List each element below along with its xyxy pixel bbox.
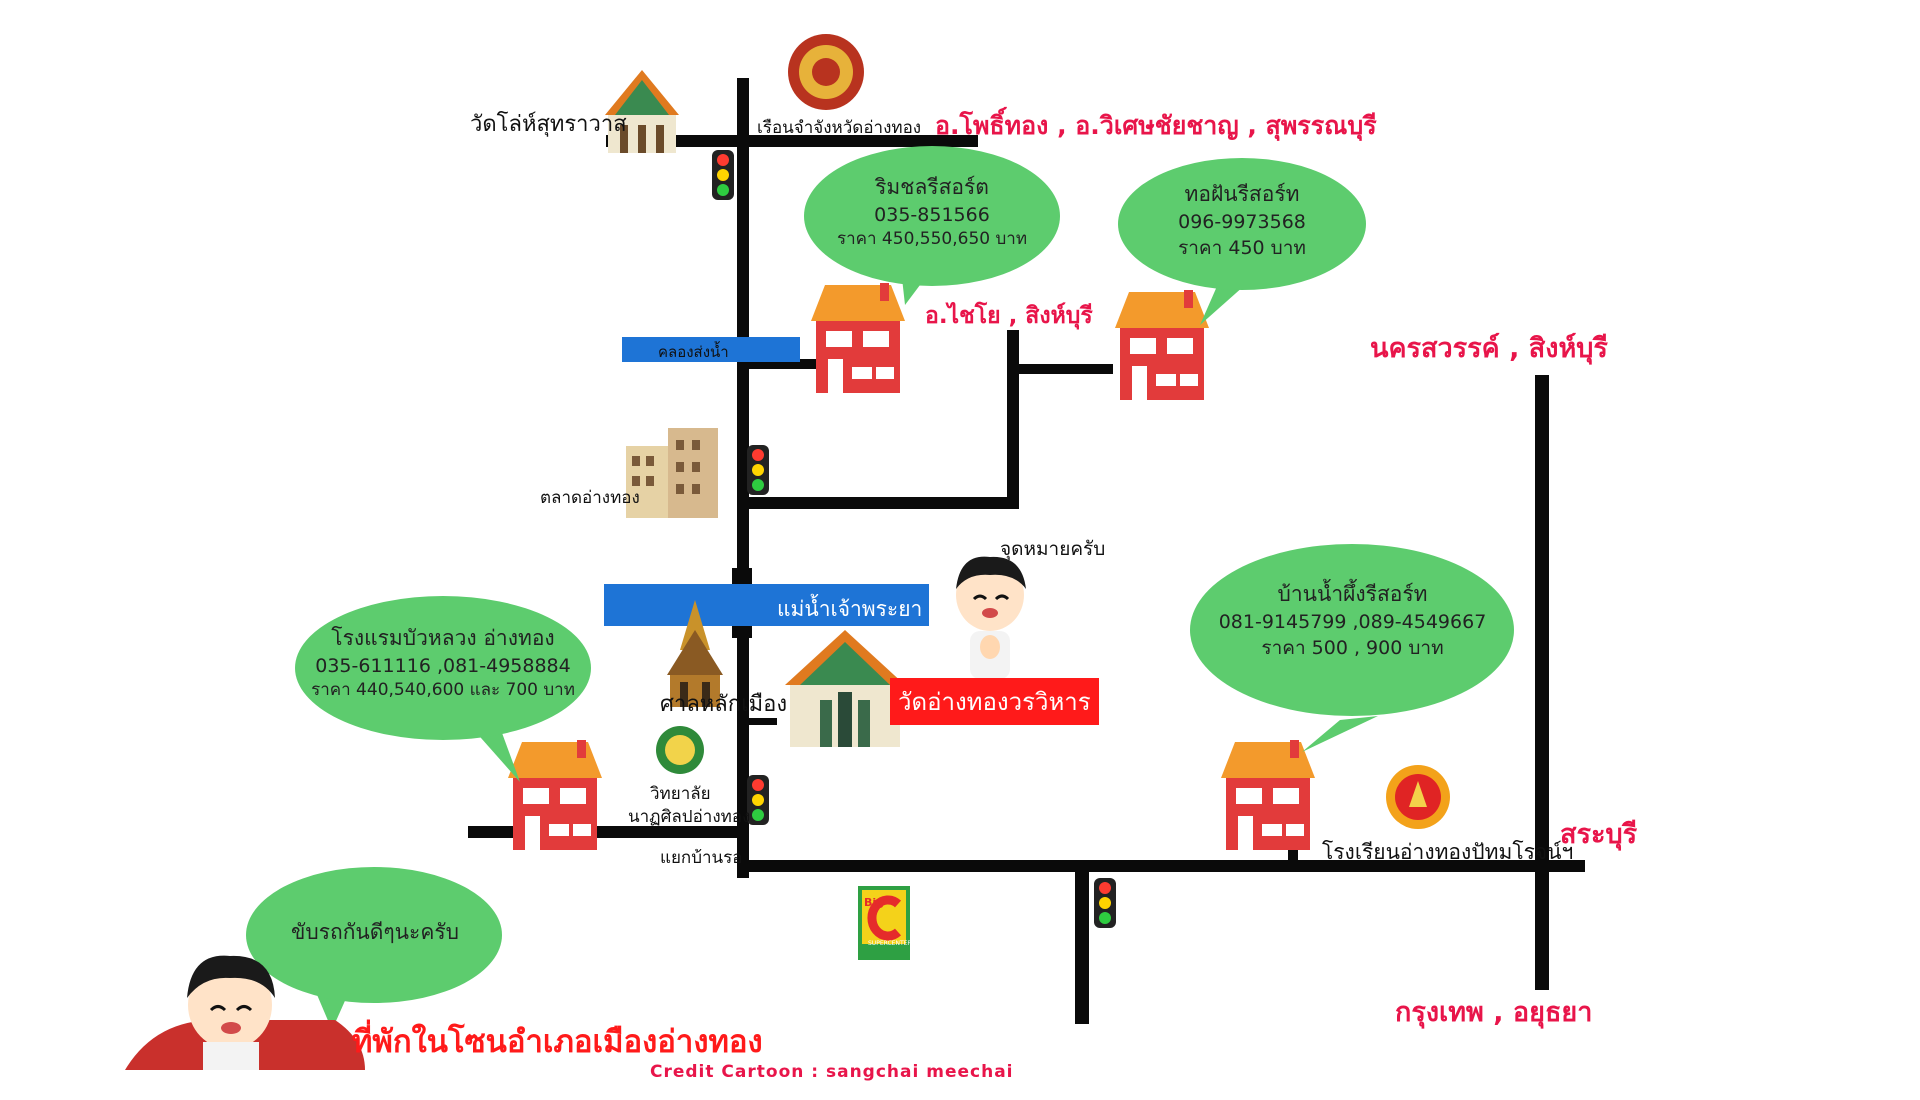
house-icon [1221,740,1315,850]
resort-phone: 096-9973568 [1178,210,1306,233]
bubble-drive-text: ขับรถกันดีๆนะครับ [250,918,500,947]
label-market: ตลาดอ่างทอง [540,488,640,508]
traffic-light-icon [747,445,769,495]
chao-phraya-river [604,584,929,626]
big-c-logo-text: Big [864,896,885,909]
roads [468,78,1585,1024]
big-c-logo-subtext: SUPERCENTER [868,940,912,947]
drive-message: ขับรถกันดีๆนะครับ [291,920,459,944]
destination-nakhonsawan: นครสวรรค์ , สิงห์บุรี [1370,333,1608,364]
bubble-rimchon [804,146,1060,286]
house-icon [1115,290,1209,400]
house-icon [508,740,602,850]
traffic-light-icon [712,150,734,200]
department-of-corrections-seal-icon [788,34,864,110]
bubble-drive [246,867,502,1003]
khlong-canal [622,337,800,362]
bubble-thofan-text: ทอฝันรีสอร์ท 096-9973568 ราคา 450 บาท [1122,180,1362,261]
resort-price: ราคา 450 บาท [1178,237,1306,260]
college-seal-icon [656,726,704,774]
label-wat-angthong-worawihan: วัดอ่างทองวรวิหาร [890,678,1099,725]
bubble-bannamphueng-text: บ้านน้ำผึ้งรีสอร์ท 081-9145799 ,089-4549… [1195,580,1510,661]
bubble-bualuang-text: โรงแรมบัวหลวง อ่างทอง 035-611116 ,081-49… [298,624,588,703]
label-college-line1: วิทยาลัย [650,784,711,804]
destination-chaiyo: อ.ไชโย , สิงห์บุรี [925,303,1093,329]
bubble-thofan [1118,158,1366,290]
resort-name: โรงแรมบัวหลวง อ่างทอง [331,626,555,650]
temple-icon [605,70,679,153]
label-wat-lo-hasutthawat: วัดโล่ห์สุทราวาส [470,112,627,137]
resort-phone: 035-611116 ,081-4958884 [315,654,571,677]
resort-phone: 081-9145799 ,089-4549667 [1218,610,1487,633]
bubble-bualuang [295,596,591,740]
label-khlong: คลองส่งน้ำ [658,343,729,361]
resort-phone: 035-851566 [874,203,990,226]
resort-price: ราคา 450,550,650 บาท [836,229,1028,250]
resort-name: ริมชลรีสอร์ต [875,175,989,199]
destination-bangkok: กรุงเทพ , อยุธยา [1395,997,1593,1028]
resort-price: ราคา 440,540,600 และ 700 บาท [311,680,575,701]
destination-north: อ.โพธิ์ทอง , อ.วิเศษชัยชาญ , สุพรรณบุรี [935,111,1377,140]
school-seal-icon [1386,765,1450,829]
label-city-pillar: ศาลหลักเมือง [660,692,788,717]
resort-name: บ้านน้ำผึ้งรีสอร์ท [1277,582,1428,606]
bubble-bannamphueng [1190,544,1514,716]
traffic-light-icon [1094,878,1116,928]
car-driver-cartoon-icon [125,955,365,1070]
city-pillar-shrine-icon [667,600,723,707]
credit-text: Credit Cartoon : sangchai meechai [650,1062,1014,1082]
bubble-rimchon-text: ริมชลรีสอร์ต 035-851566 ราคา 450,550,650… [812,173,1052,252]
label-chao-phraya: แม่น้ำเจ้าพระยา [777,597,923,621]
label-prison: เรือนจำจังหวัดอ่างทอง [757,118,922,138]
map-title: ที่พักในโซนอำเภอเมืองอ่างทอง [352,1024,763,1060]
label-junction: แยกบ้านรอ [660,848,743,868]
market-buildings-icon [626,428,718,518]
label-destination-speech: จุดหมายครับ [1000,538,1106,560]
house-icon [811,283,905,393]
big-c-logo [858,886,910,960]
label-college-line2: นาฏศิลปอ่างทอง [628,807,751,827]
boy-cartoon-icon [956,556,1026,679]
resort-price: ราคา 500 , 900 บาท [1261,637,1444,660]
destination-saraburi: สระบุรี [1560,819,1638,850]
wat-angthong-temple-icon [785,630,905,747]
bubble-tail [1302,716,1378,752]
resort-name: ทอฝันรีสอร์ท [1184,182,1300,206]
label-school: โรงเรียนอ่างทองปัทมโรจน์ฯ [1322,840,1574,864]
